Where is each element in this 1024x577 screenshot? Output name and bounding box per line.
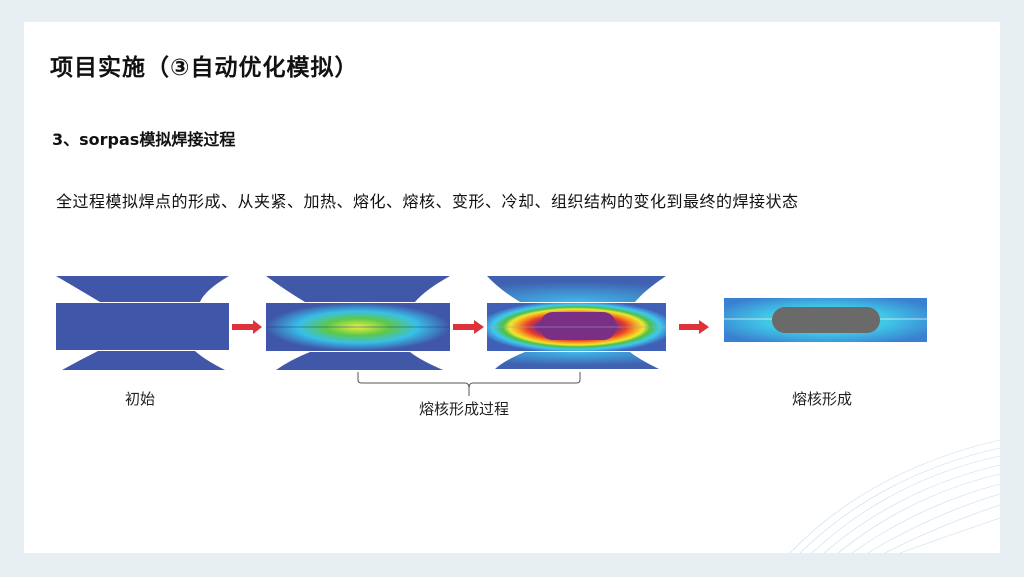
sim-stage-nugget-formed [724, 298, 927, 342]
sim-stage-initial [56, 276, 229, 370]
section-subtitle: 3、sorpas模拟焊接过程 [52, 130, 236, 149]
label-formed: 熔核形成 [792, 390, 853, 408]
description-text: 全过程模拟焊点的形成、从夹紧、加热、熔化、熔核、变形、冷却、组织结构的变化到最终… [56, 192, 799, 211]
label-process: 熔核形成过程 [419, 400, 510, 418]
arrow-right-icon [232, 320, 262, 334]
slide-title: 项目实施（③自动优化模拟） [50, 55, 359, 81]
arrow-right-icon [679, 320, 709, 334]
label-initial: 初始 [125, 390, 156, 408]
sim-stage-melting [487, 276, 666, 369]
sim-stage-heating [266, 276, 450, 370]
decorative-waves [789, 439, 1001, 554]
bracket [357, 372, 581, 396]
arrow-right-icon [453, 320, 484, 334]
